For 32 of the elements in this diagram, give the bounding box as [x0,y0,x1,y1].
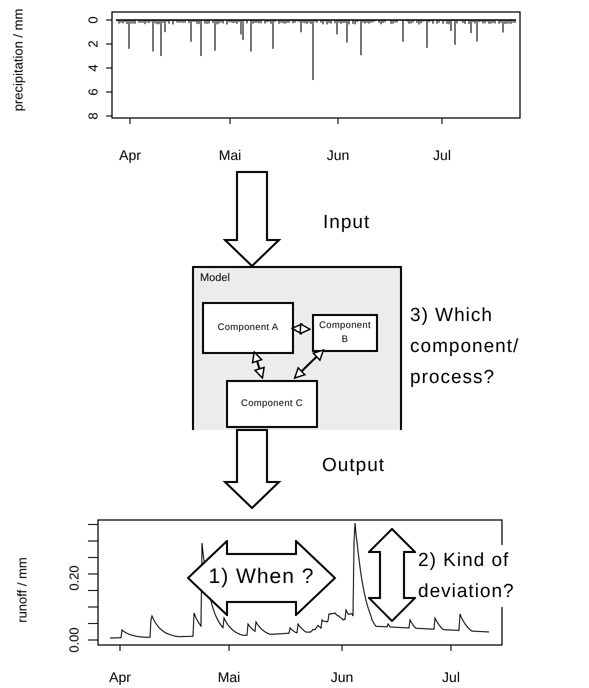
tick-label: Jul [442,670,460,684]
tick-label: 4 [86,64,100,72]
question-text: 1) When ? [208,565,316,589]
double-arrow [291,323,311,334]
double-arrow [368,528,416,622]
tick-label: 6 [86,88,100,96]
edge-label: Output [322,455,386,477]
tick-label: Mai [218,670,240,684]
axis-title: runoff / mm [16,557,28,623]
panel-title: Model [200,272,230,284]
double-arrow [187,540,336,616]
model-panel [192,266,402,430]
double-arrow [294,349,324,379]
tick-label: Jun [330,670,354,684]
component-box: Component B [312,314,378,352]
tick-label: 0.20 [68,565,80,591]
block-arrow [222,171,282,268]
tick-label: Apr [109,670,131,684]
tick-label: Jun [326,148,350,162]
component-box: Component A [202,302,294,354]
axis-title: precipitation / mm [12,8,24,112]
tick-label: 8 [86,112,100,120]
block-arrow [222,429,282,510]
tick-label: 0 [86,16,100,24]
component-box: Component C [226,380,318,428]
tick-label: Mai [218,148,242,162]
edge-label: Input [323,212,370,234]
tick-label: 0.00 [68,627,80,653]
tick-label: Apr [119,148,141,162]
double-arrow [252,351,265,379]
tick-label: Jul [433,148,451,162]
tick-label: 2 [86,40,100,48]
